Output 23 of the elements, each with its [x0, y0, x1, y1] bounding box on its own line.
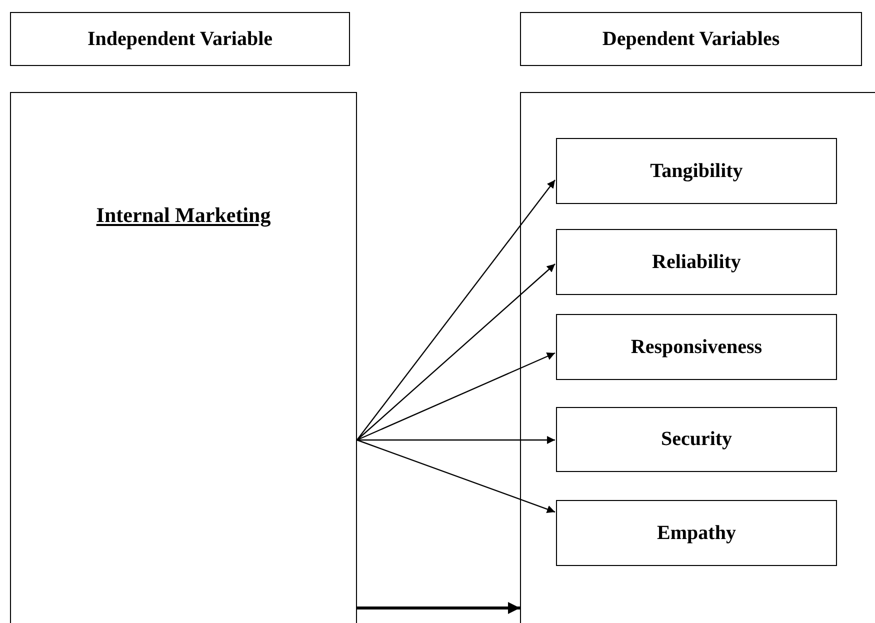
- arrow: [356, 352, 556, 441]
- dimension-box: [556, 500, 837, 566]
- box-label: Tangibility: [650, 160, 743, 182]
- box-label: Independent Variable: [87, 28, 273, 50]
- box-label: Reliability: [652, 250, 741, 274]
- box-label: Responsiveness: [630, 336, 762, 358]
- arrow: [357, 602, 520, 614]
- container-box: [520, 92, 875, 623]
- header-box: [520, 12, 862, 66]
- dimension-box: [556, 407, 837, 472]
- dimension-box: [556, 229, 837, 295]
- box-label: Dependent Variables: [602, 28, 780, 50]
- arrow: [357, 436, 555, 444]
- arrow: [356, 439, 556, 514]
- variable-panel: [10, 92, 357, 623]
- box-label: Security: [660, 428, 732, 451]
- box-label: Empathy: [657, 522, 736, 544]
- arrow: [356, 264, 556, 440]
- arrow: [356, 180, 556, 440]
- dimension-box: [556, 138, 837, 204]
- variable-label: Internal Marketing: [96, 203, 271, 228]
- dimension-box: [556, 314, 837, 380]
- header-box: [10, 12, 350, 66]
